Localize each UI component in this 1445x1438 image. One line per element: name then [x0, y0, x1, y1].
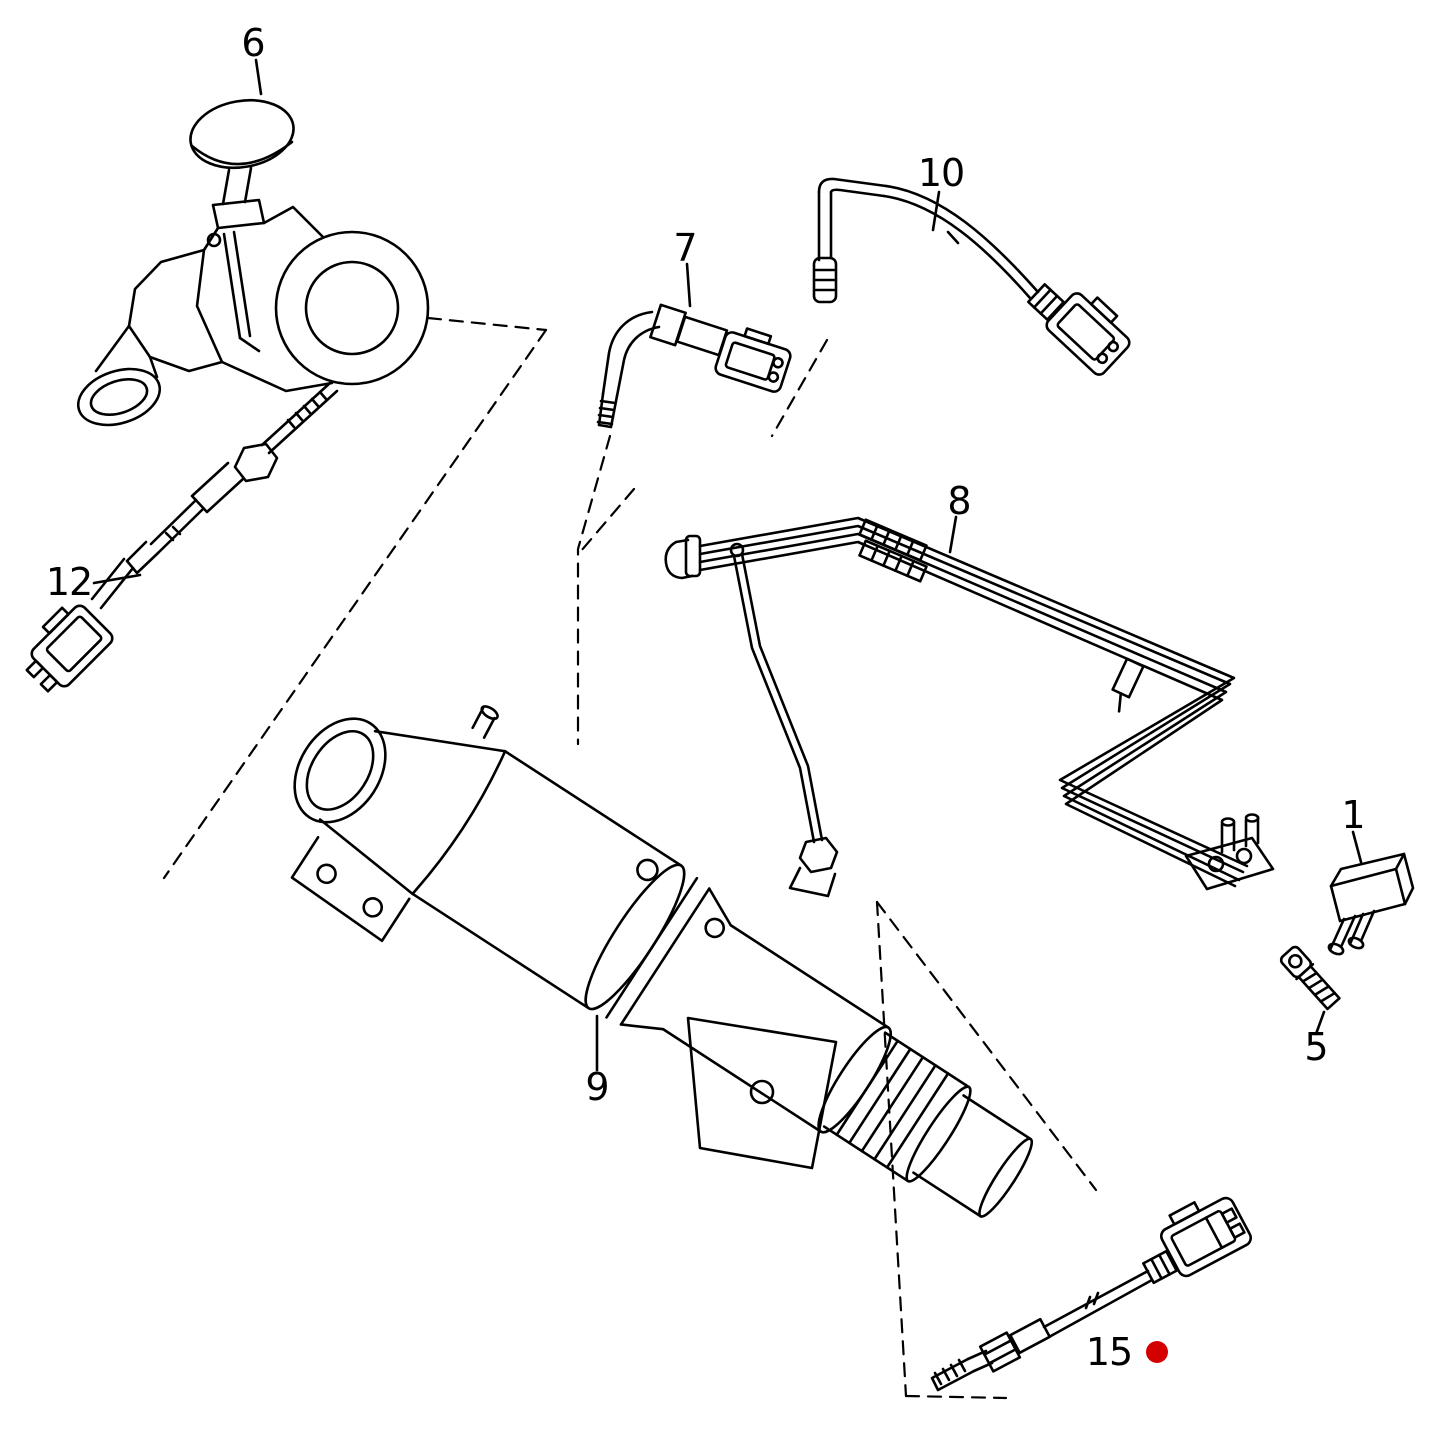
connector-plug [714, 327, 792, 393]
temp-sensor-10-drawing [812, 177, 1131, 376]
part-label-5[interactable]: 5 [1304, 1025, 1328, 1069]
temp-sensor-12-drawing [25, 381, 339, 693]
pressure-sensor-drawing [1327, 852, 1415, 956]
bolt-drawing [1279, 945, 1341, 1011]
catalytic-converter-drawing [290, 705, 1034, 1218]
part-label-10[interactable]: 10 [917, 151, 965, 195]
selected-part-dot [1146, 1341, 1168, 1363]
pressure-pipes-drawing [664, 516, 1275, 898]
lambda-probe-15-drawing [930, 1196, 1253, 1392]
part-label-8[interactable]: 8 [947, 479, 971, 523]
part-label-9[interactable]: 9 [585, 1065, 609, 1109]
part-label-6[interactable]: 6 [241, 21, 265, 65]
part-label-1[interactable]: 1 [1341, 793, 1365, 837]
part-label-7[interactable]: 7 [673, 226, 697, 270]
projection-lines [162, 316, 1098, 1400]
line-art [25, 58, 1415, 1400]
temp-sensor-7-drawing [596, 303, 792, 429]
part-label-15[interactable]: 15 [1085, 1330, 1133, 1374]
connector-plug [1045, 292, 1131, 376]
leader-lines [92, 58, 1363, 1072]
connector-plug [1159, 1196, 1253, 1278]
turbocharger-drawing [76, 98, 430, 427]
connector-plug [25, 604, 114, 693]
part-label-12[interactable]: 12 [45, 560, 93, 604]
